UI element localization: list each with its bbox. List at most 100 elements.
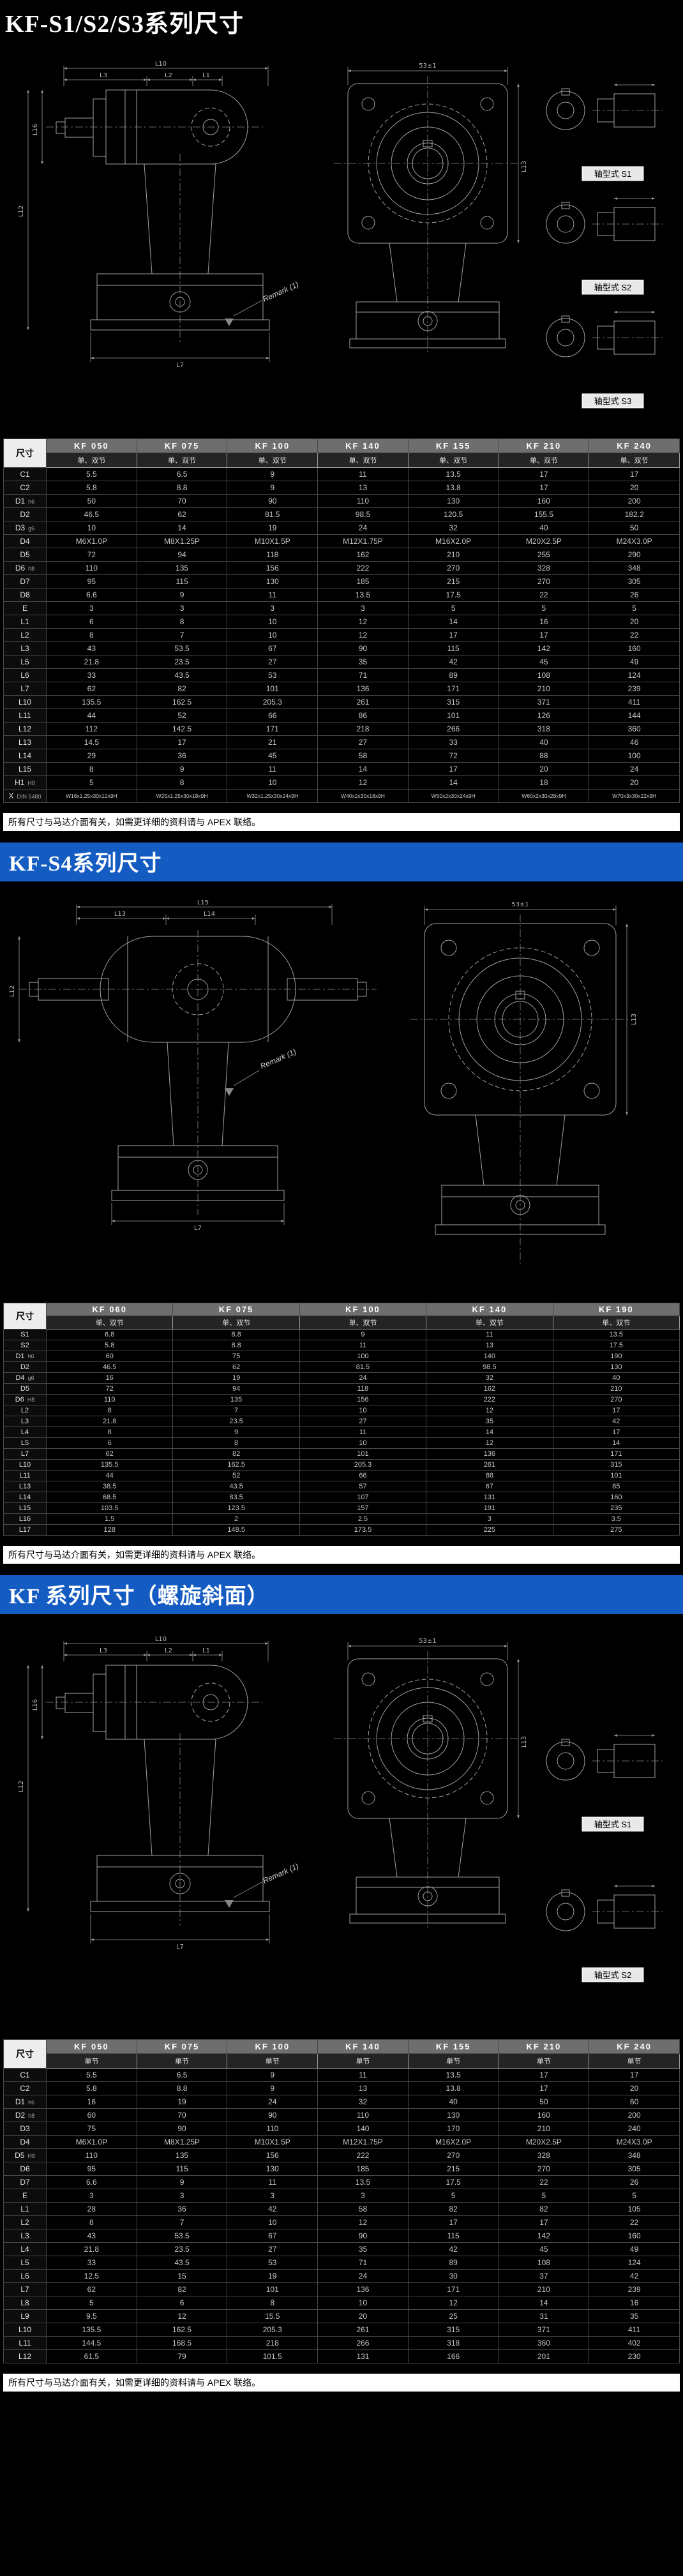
dim-label: L7 [194, 1225, 202, 1232]
row-label: L8 [3, 2296, 47, 2310]
table-cell: 5.8 [45, 1340, 174, 1351]
table-cell: 89 [407, 2256, 499, 2270]
table-cell: 43 [46, 2229, 137, 2243]
row-label: L10 [3, 2323, 47, 2337]
table-cell: 40 [407, 2095, 499, 2109]
side-view [18, 904, 377, 1225]
table-cell: 218 [317, 722, 409, 736]
table-cell: 10 [227, 775, 319, 790]
row-label: L7 [3, 682, 47, 696]
table-cell: 79 [136, 2349, 228, 2363]
table-cell: 10 [227, 628, 319, 642]
table-cell: 11 [227, 2175, 319, 2189]
table-cell: 6.6 [46, 588, 137, 602]
table-cell: 14 [552, 1437, 680, 1449]
table-cell: 32 [426, 1372, 553, 1384]
table-cell: 360 [498, 2336, 590, 2350]
row-label: E [3, 601, 47, 615]
front-view [410, 906, 630, 1264]
table-cell: 35 [426, 1416, 553, 1427]
row-label: L6 [3, 668, 47, 682]
table-cell: 3.5 [552, 1513, 680, 1525]
table-cell: 16 [589, 2296, 680, 2310]
table-col-header: KF 240 [589, 2039, 680, 2054]
table-cell: M24X3.0P [589, 534, 680, 548]
table-cell: 15 [136, 2269, 228, 2283]
table-cell: 22 [498, 2175, 590, 2189]
table-cell: 13.8 [407, 481, 499, 495]
row-label: L11 [3, 1470, 47, 1481]
dim-label: L3 [100, 72, 107, 79]
table-cell: 100 [299, 1351, 427, 1362]
table-cell: 9 [136, 762, 228, 776]
table-cell: 255 [498, 548, 590, 562]
side-view [27, 66, 270, 362]
table-cell: 6.5 [136, 467, 228, 481]
table-cell: 62 [136, 507, 228, 521]
table-cell: M24X3.0P [589, 2135, 680, 2149]
table-cell: 17 [498, 2215, 590, 2229]
table-cell: 60 [589, 2095, 680, 2109]
row-label: L10 [3, 1459, 47, 1471]
table-cell: 11 [317, 467, 409, 481]
table-cell: 95 [46, 574, 137, 588]
table-cell: 118 [299, 1383, 427, 1395]
table-cell: 9.5 [46, 2309, 137, 2323]
table-cell: 200 [589, 2108, 680, 2122]
dim-label: L12 [9, 985, 16, 997]
table-cell: W32x1.25x30x24x9H [227, 789, 319, 803]
row-label: L2 [3, 628, 47, 642]
table-cell: 115 [407, 641, 499, 655]
row-label: D6 [3, 2162, 47, 2176]
table-cell: 108 [498, 2256, 590, 2270]
table-cell: 7 [136, 2215, 228, 2229]
table-cell: W70x3x30x22x9H [589, 789, 680, 803]
table-cell: 38.5 [45, 1481, 174, 1492]
remark-label: Remark (1) [262, 1862, 301, 1885]
cad-drawing-kf-s1s2s3: L10 L3 L2 L1 L16 L12 L7 53±1 L13 Remark … [18, 61, 663, 408]
dim-label: L10 [155, 61, 167, 68]
shaft-type-label: 轴型式 S2 [594, 283, 632, 292]
table-cell: 42 [589, 2269, 680, 2283]
table-cell: 27 [227, 2242, 319, 2256]
table-col-header: KF 155 [407, 2039, 499, 2054]
table-cell: 130 [552, 1361, 680, 1373]
table-cell: 11 [227, 588, 319, 602]
table-cell: 108 [498, 668, 590, 682]
table-cell: 162.5 [136, 695, 228, 709]
table-cell: 101 [407, 708, 499, 723]
table-col-header: KF 155 [407, 438, 499, 453]
table-cell: 72 [45, 1383, 174, 1395]
table-cell: 305 [589, 2162, 680, 2176]
table-cell: 21.8 [46, 2242, 137, 2256]
table-cell: 5.8 [46, 2081, 137, 2095]
table-cell: 411 [589, 2323, 680, 2337]
table-cell: 5.5 [46, 467, 137, 481]
table-cell: 50 [46, 494, 137, 508]
table-cell: 5 [407, 601, 499, 615]
table-cell: 6 [46, 615, 137, 629]
table-cell: 155.5 [498, 507, 590, 521]
table-cell: 19 [136, 2095, 228, 2109]
table-cell: 11 [426, 1329, 553, 1340]
table-cell: 8 [46, 2215, 137, 2229]
table-sub-header: 单、双节 [552, 1315, 680, 1329]
table-cell: 13.5 [317, 2175, 409, 2189]
table-cell: 33 [46, 2256, 137, 2270]
table-cell: 140 [317, 2122, 409, 2136]
dim-label: 53±1 [511, 901, 529, 908]
table-cell: 32 [317, 2095, 409, 2109]
table-cell: 101 [299, 1448, 427, 1460]
table-cell: 95 [46, 2162, 137, 2176]
dim-label: L7 [176, 362, 184, 369]
